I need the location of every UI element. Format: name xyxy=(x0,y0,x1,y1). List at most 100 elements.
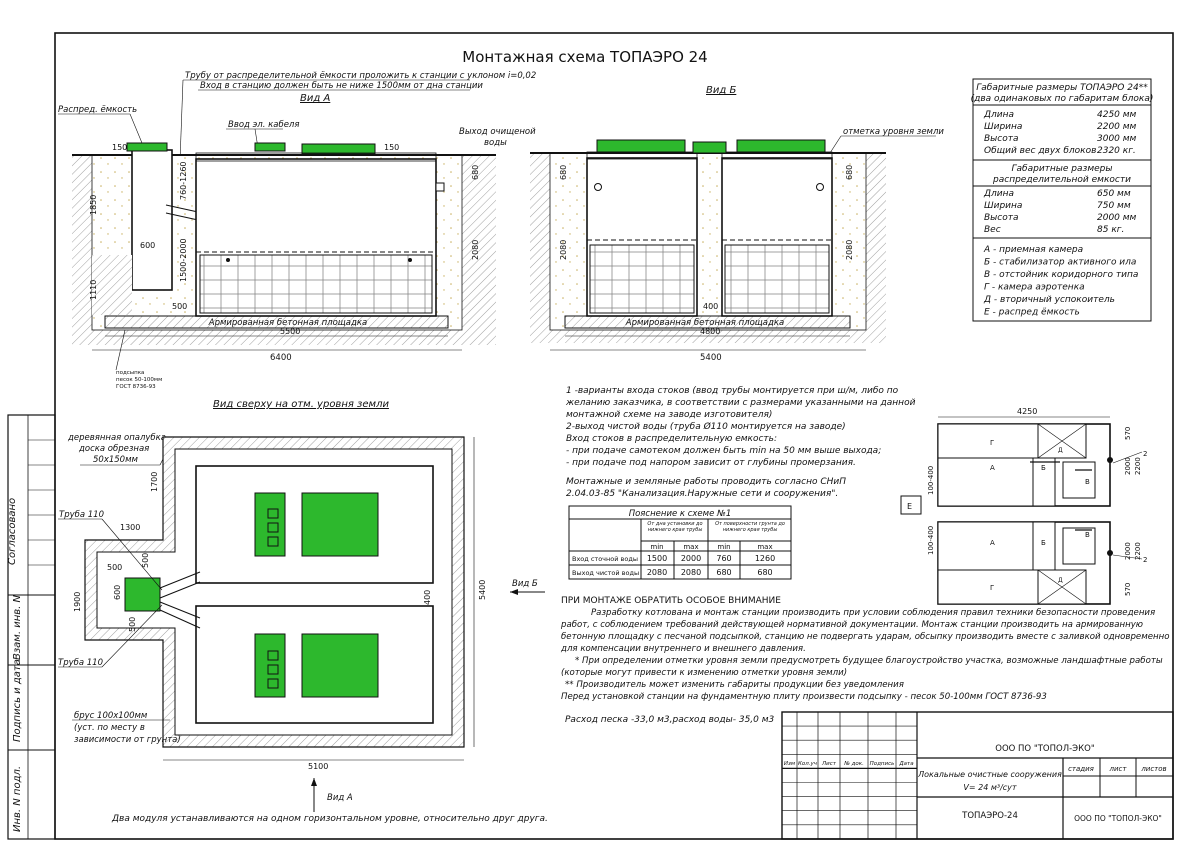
stamp-desc-1: Локальные очистные сооружения xyxy=(917,770,1062,779)
plan-callout2b: 2 xyxy=(1143,556,1147,564)
view-a-arrow: Вид А xyxy=(327,793,353,803)
side-inv-podl: Инв. N подл. xyxy=(12,766,23,832)
note-8: Монтажные и земляные работы проводить со… xyxy=(566,477,846,487)
dt-row2-value: 2000 мм xyxy=(1097,213,1137,223)
plan-d4250: 4250 xyxy=(1017,407,1037,416)
view-b-title: Вид Б xyxy=(706,85,736,96)
tv-d600: 600 xyxy=(113,585,122,600)
attention-sand: Расход песка -33,0 м3,расход воды- 35,0 … xyxy=(565,715,775,725)
plan-callout2a: 2 xyxy=(1143,450,1147,458)
sand-note-1: подсыпка xyxy=(116,370,144,376)
dt-row2-label: Ширина xyxy=(984,201,1022,211)
plan-v1: В xyxy=(1085,478,1090,486)
tv-d5400: 5400 xyxy=(478,580,487,600)
view-a: Трубу от распределительной ёмкости проло… xyxy=(58,71,536,390)
et-cell: 2080 xyxy=(681,568,701,577)
attention-p8: Перед установкой станции на фундаментную… xyxy=(561,692,1047,702)
va-d500: 500 xyxy=(172,302,187,311)
et-cell: 1500 xyxy=(647,554,667,563)
legend-item: Д - вторичный успокоитель xyxy=(983,295,1115,305)
plan-d2: Д xyxy=(1058,577,1063,584)
tv-d1700: 1700 xyxy=(150,472,159,492)
dt-row2-value: 85 кг. xyxy=(1097,225,1124,235)
attention-p5: * При определении отметки уровня земли п… xyxy=(575,656,1163,666)
formwork-3: 50х150мм xyxy=(93,455,138,465)
tv-d1300: 1300 xyxy=(120,523,140,532)
formwork-2: доска обрезная xyxy=(78,444,149,454)
va-d6400: 6400 xyxy=(270,353,292,363)
dt-header-2: (два одинаковых по габаритам блока) xyxy=(971,94,1154,104)
et-max2: max xyxy=(757,543,772,551)
sand-note-2: песок 50-100мм xyxy=(116,377,162,383)
tv-d5100: 5100 xyxy=(308,762,328,771)
dt-row2-label: Вес xyxy=(984,225,1001,235)
tv-d500c: 500 xyxy=(128,617,137,632)
dt-row-label: Ширина xyxy=(984,122,1022,132)
va-d600: 600 xyxy=(140,241,155,250)
ground-label: отметка уровня земли xyxy=(843,127,944,137)
va-d2080: 2080 xyxy=(471,240,480,260)
plan-d100b: 100-400 xyxy=(927,526,935,555)
stamp-org2: ООО ПО "ТОПОЛ-ЭКО" xyxy=(1074,814,1162,823)
et-cell: 2080 xyxy=(647,568,667,577)
stamp-col-label: Кол.уч xyxy=(798,761,818,767)
side-agreed: Согласовано xyxy=(7,498,18,565)
vb-d2080r: 2080 xyxy=(845,240,854,260)
dt-row-value: 2200 мм xyxy=(1097,122,1137,132)
vb-d400: 400 xyxy=(703,302,718,311)
stamp-desc-2: V= 24 м³/сут xyxy=(963,783,1017,792)
stamp-col-label: Дата xyxy=(898,761,914,767)
et-col2: От поверхности грунта до нижнего края тр… xyxy=(715,521,785,533)
stamp-sheets: листов xyxy=(1140,765,1166,773)
stamp-stage: стадия xyxy=(1068,765,1094,773)
attention-p6: (которые могут привести к изменению отме… xyxy=(561,668,847,678)
pipe110b: Труба 110 xyxy=(58,658,103,668)
plan-d100a: 100-400 xyxy=(927,466,935,495)
plan-view: 4250 Г Д А Б В 570 2000 2200 2 100-400 Е xyxy=(900,407,1147,605)
dt-header-3: Габаритные размеры xyxy=(1012,164,1113,174)
et-max1: max xyxy=(683,543,698,551)
dt-header-1: Габаритные размеры ТОПАЭРО 24** xyxy=(976,83,1148,93)
tv-d400: 400 xyxy=(423,590,432,605)
plan-d2200b: 2200 xyxy=(1134,542,1142,560)
attention-title: ПРИ МОНТАЖЕ ОБРАТИТЬ ОСОБОЕ ВНИМАНИЕ xyxy=(561,596,781,606)
tv-d500a: 500 xyxy=(141,553,150,568)
note-7: - при подаче под напором зависит от глуб… xyxy=(566,458,856,468)
plan-d570a: 570 xyxy=(1124,427,1132,440)
outlet-label-2: воды xyxy=(484,138,507,148)
attention-p3: бетонную площадку с песчаной подсыпкой, … xyxy=(561,632,1169,642)
plan-a2: А xyxy=(990,539,995,547)
dimensions-table: Габаритные размеры ТОПАЭРО 24** (два оди… xyxy=(971,78,1154,322)
note-4: 2-выход чистой воды (труба Ø110 монтируе… xyxy=(566,421,846,432)
plan-d2000b: 2000 xyxy=(1124,542,1132,560)
dt-row-label: Общий вес двух блоков xyxy=(984,146,1096,156)
stamp-col-label: Подпись xyxy=(870,761,895,767)
side-inv-vz: Взам. инв. N xyxy=(12,595,23,660)
dt-row2-value: 750 мм xyxy=(1097,201,1131,211)
attention-p1: Разработку котлована и монтаж станции пр… xyxy=(591,608,1155,618)
plan-d2000a: 2000 xyxy=(1124,457,1132,475)
outlet-label-1: Выход очищеной xyxy=(459,127,536,137)
beam-3: зависимости от грунта) xyxy=(74,735,181,745)
va-d1110: 1110 xyxy=(89,280,98,300)
view-b-arrow: Вид Б xyxy=(512,579,538,589)
dt-row-value: 4250 мм xyxy=(1097,110,1137,120)
plan-b2: Б xyxy=(1041,539,1046,547)
stamp-col-label: Лист xyxy=(821,761,837,767)
dt-row-value: 3000 мм xyxy=(1097,134,1137,144)
tv-d1900: 1900 xyxy=(73,592,82,612)
stamp-org: ООО ПО "ТОПОЛ-ЭКО" xyxy=(995,744,1095,754)
plan-v2: В xyxy=(1085,531,1090,539)
view-a-slab-label: Армированная бетонная площадка xyxy=(208,318,368,328)
plan-d570b: 570 xyxy=(1124,583,1132,596)
dt-row-value: 2320 кг. xyxy=(1097,146,1136,156)
note-6: - при подаче самотеком должен быть min н… xyxy=(566,446,881,456)
legend-item: В - отстойник коридорного типа xyxy=(984,270,1138,280)
va-d150a: 150 xyxy=(112,143,127,152)
dt-header-4: распределительной емкости xyxy=(992,175,1131,185)
va-d680: 680 xyxy=(471,165,480,180)
dt-row2-value: 650 мм xyxy=(1097,189,1131,199)
attention-p7: ** Производитель может изменить габариты… xyxy=(565,680,904,690)
legend-item: Е - распред ёмкость xyxy=(984,308,1080,318)
